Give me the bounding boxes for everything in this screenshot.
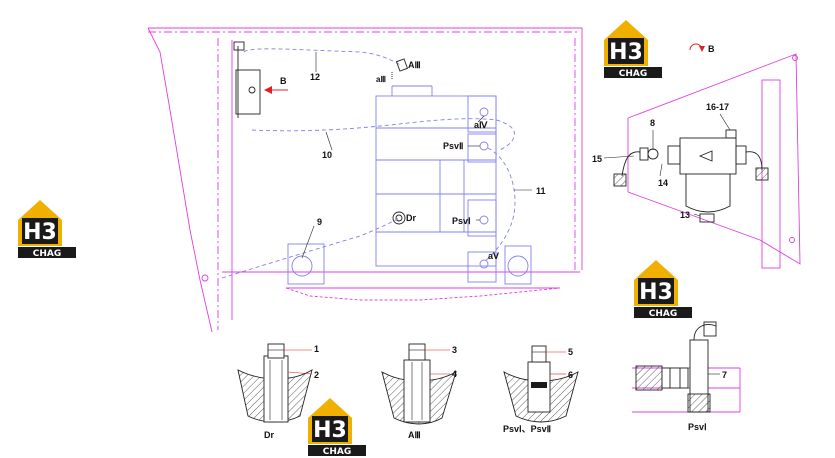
view-b-label: B [708, 44, 715, 54]
port-a3-side: aⅢ [376, 75, 386, 84]
hose-10 [251, 118, 515, 151]
a3-fitting [391, 58, 409, 80]
callout-1: 1 [314, 344, 319, 354]
callout-3: 3 [452, 345, 457, 355]
callout-10: 10 [322, 150, 332, 160]
watermark-logo-top [604, 20, 662, 79]
watermark-logo-bottom [308, 398, 366, 457]
detail-psv1: 7 PsvⅠ [632, 321, 741, 432]
detail-caption-psv: PsvⅠ、PsvⅡ [503, 424, 551, 434]
hose-9 [221, 217, 400, 279]
port-dr: Dr [406, 213, 416, 223]
callout-11: 11 [536, 186, 546, 196]
arrow-b-label: B [280, 76, 287, 86]
dr-port-fitting [392, 211, 406, 225]
watermark-logo-left [18, 200, 76, 259]
port-a3-top: AⅢ [408, 60, 421, 70]
view-b: B [592, 43, 801, 269]
detail-caption-a3: AⅢ [408, 430, 421, 440]
callout-8: 8 [650, 118, 655, 128]
line-filter [613, 129, 769, 223]
port-psv2: PsvⅡ [443, 141, 463, 151]
port-psv1: PsvⅠ [452, 216, 471, 226]
view-b-marker [689, 43, 705, 52]
detail-caption-psv1: PsvⅠ [688, 422, 707, 432]
callout-15: 15 [592, 154, 602, 164]
callout-4: 4 [452, 369, 457, 379]
callout-2: 2 [314, 370, 319, 380]
hose-12 [243, 48, 403, 67]
callout-7: 7 [722, 370, 727, 380]
callout-14: 14 [658, 178, 668, 188]
callout-12: 12 [310, 72, 320, 82]
callout-9: 9 [317, 217, 322, 227]
detail-a3: 3 4 AⅢ [381, 343, 457, 440]
hose-11 [483, 147, 516, 263]
port-a4: aⅣ [474, 120, 488, 130]
callout-16-17: 16-17 [706, 102, 729, 112]
detail-psv: 5 6 PsvⅠ、PsvⅡ [503, 345, 579, 434]
port-a5: aV [488, 251, 499, 261]
watermark-logo-right [634, 260, 692, 319]
callout-5: 5 [568, 347, 573, 357]
view-b-arrow [264, 86, 288, 94]
callout-13: 13 [680, 210, 690, 220]
detail-dr: 1 2 Dr [237, 343, 319, 440]
detail-caption-dr: Dr [264, 430, 274, 440]
main-view: 12 10 11 9 B AⅢ aⅢ aⅣ PsvⅡ Dr PsvⅠ aV [147, 27, 583, 333]
callout-6: 6 [568, 370, 573, 380]
